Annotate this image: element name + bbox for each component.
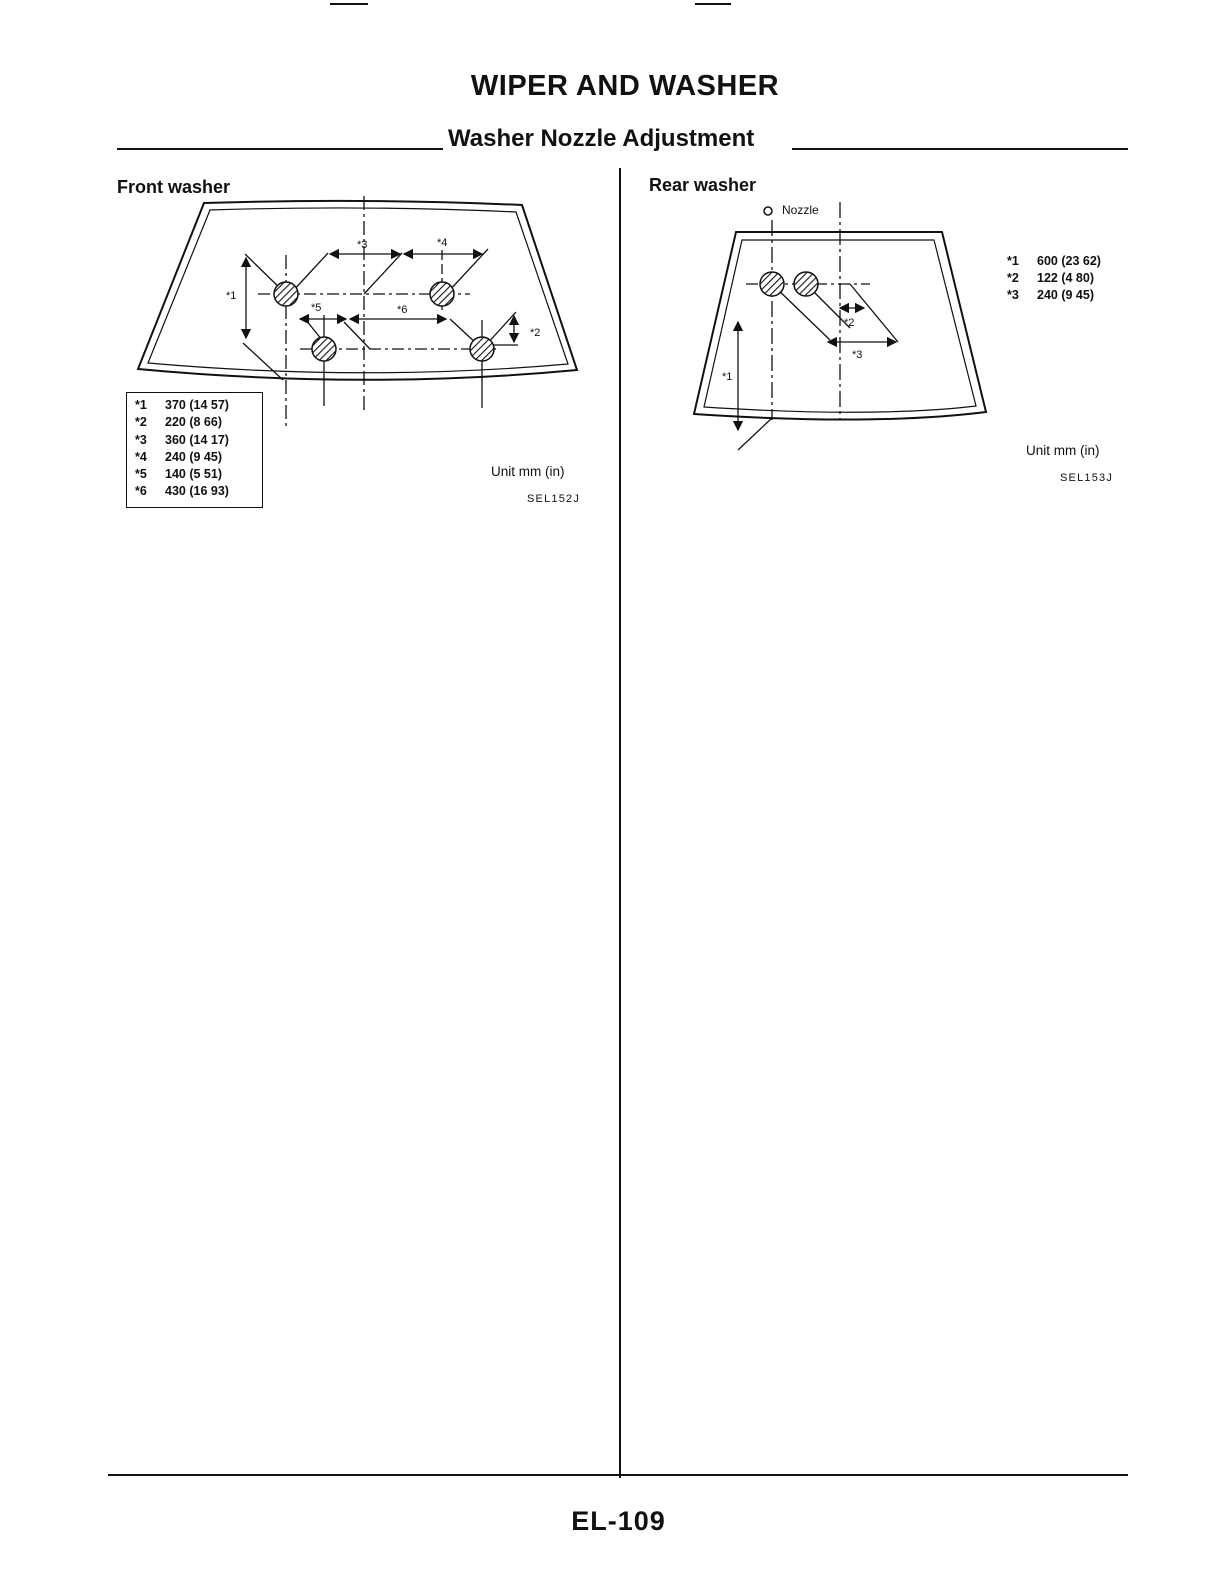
rear-callout-1: *1 xyxy=(722,371,732,383)
page-number: EL-109 xyxy=(0,1506,1211,1537)
section-rule-right xyxy=(792,148,1128,150)
front-washer-diagram: *1 *2 *3 *4 *5 *6 xyxy=(0,0,620,520)
front-callout-3: *3 xyxy=(357,239,367,251)
rear-unit-note: Unit mm (in) xyxy=(1026,443,1100,458)
rear-callout-2: *2 xyxy=(844,317,854,329)
top-mark-right xyxy=(695,3,731,5)
front-windshield-outline xyxy=(138,201,577,380)
front-callout-1: *1 xyxy=(226,290,236,302)
front-callout-5: *5 xyxy=(311,302,321,314)
front-callout-4: *4 xyxy=(437,237,447,249)
rear-nozzle-positions xyxy=(760,272,818,296)
rear-washer-diagram: *1 *2 *3 Nozzle xyxy=(620,190,1020,470)
rear-figure-code: SEL153J xyxy=(1060,472,1113,484)
footer-rule xyxy=(108,1474,1128,1476)
nozzle-label: Nozzle xyxy=(782,203,819,217)
front-callout-2: *2 xyxy=(530,327,540,339)
front-figure-code: SEL152J xyxy=(527,493,580,505)
front-unit-note: Unit mm (in) xyxy=(491,464,565,479)
rear-callout-3: *3 xyxy=(852,349,862,361)
nozzle-marker xyxy=(764,207,772,215)
front-callout-6: *6 xyxy=(397,304,407,316)
